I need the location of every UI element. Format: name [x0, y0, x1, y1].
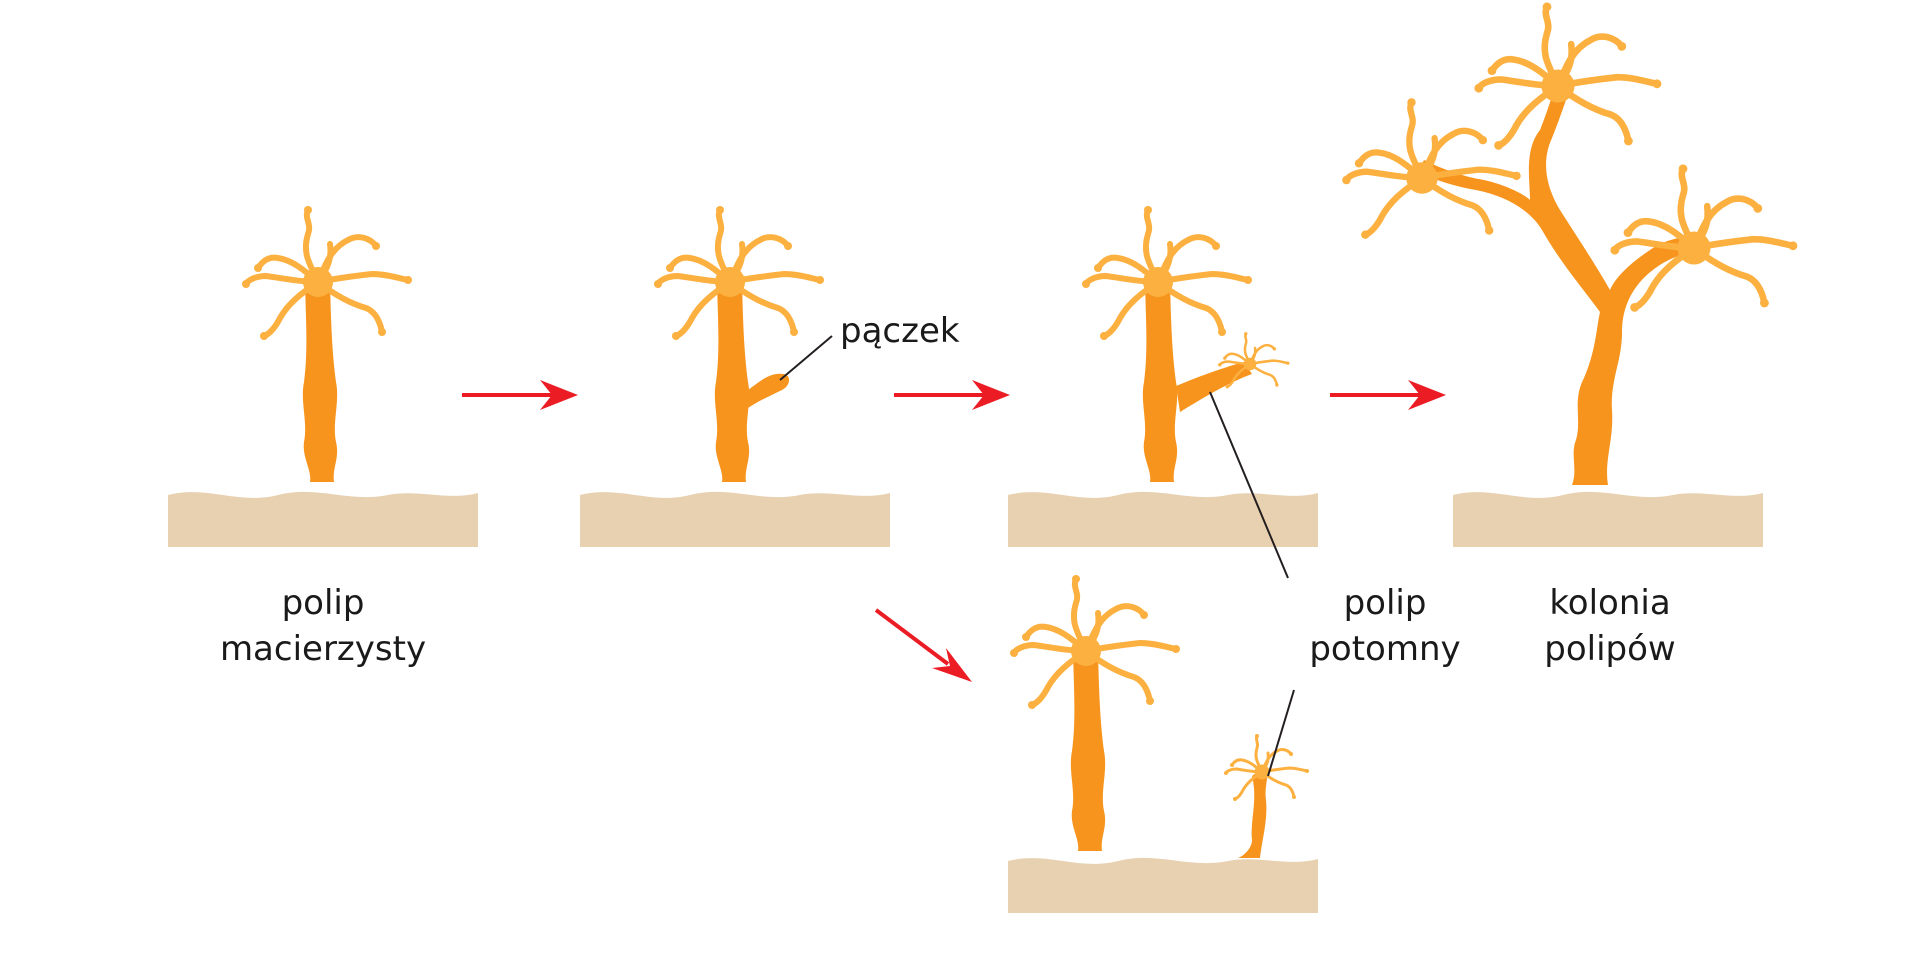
substrate-1: [168, 491, 478, 547]
parent-polyp-label: polip macierzysty: [219, 583, 427, 669]
parent-polyp: [242, 206, 412, 482]
daughter-polyp-label: polip potomny: [1309, 583, 1461, 669]
substrate-2: [580, 491, 890, 547]
mature-polyp: [1082, 206, 1252, 482]
bud-shape: [748, 373, 790, 408]
colony-crown-left: [1342, 98, 1521, 239]
colony-crown-right: [1610, 164, 1797, 311]
arrow-4: [874, 608, 972, 682]
arrow-2: [894, 380, 1010, 410]
daughter-leader-line-2: [1267, 689, 1295, 777]
arrow-1: [462, 380, 578, 410]
daughter-polyp-body: [1238, 766, 1268, 858]
stage-bud-with-tentacles: [1008, 206, 1318, 579]
daughter-polyp-crown: [1222, 732, 1311, 803]
colony-label: kolonia polipów: [1544, 583, 1676, 669]
budding-polyp: [654, 206, 824, 482]
bud-stalk: [1176, 362, 1252, 412]
arrow-3: [1330, 380, 1446, 410]
substrate-4: [1453, 491, 1763, 547]
daughter-leader-line-1: [1209, 391, 1289, 579]
stage-polyp-colony: [1342, 2, 1797, 547]
bud-leader-line: [779, 335, 833, 381]
bud-label: pączek: [840, 311, 960, 351]
stage-budding: [580, 206, 890, 547]
stage-separated-polyps: [1008, 575, 1318, 913]
stage-parent-polyp: [168, 206, 478, 547]
colony-branching-body: [1418, 84, 1700, 485]
colony-crown-top: [1474, 2, 1661, 149]
substrate-5: [1008, 857, 1318, 913]
parent-polyp-separated: [1010, 575, 1180, 851]
